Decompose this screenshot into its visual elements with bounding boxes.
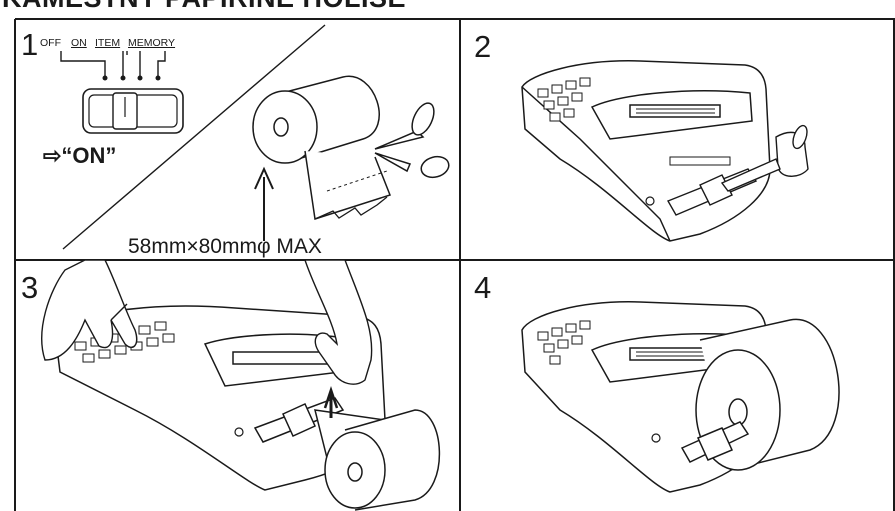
switch-label-on: ON (71, 37, 87, 49)
switch-label-off: OFF (40, 37, 61, 49)
switch-instruction: ⇨“ON” (43, 143, 117, 168)
panel-step-1: 1 OFF ON ITEM MEMORY (15, 19, 460, 260)
step-number: 4 (474, 270, 492, 305)
calculator-illustration (41, 260, 441, 511)
panel-step-3: 3 (15, 260, 460, 511)
page-title: KAMESTNY PAPIRINE HOLISE (2, 0, 406, 13)
switch-label-item: ITEM (95, 37, 121, 49)
calculator-illustration (521, 301, 840, 493)
calculator-illustration (521, 60, 809, 242)
panel-step-4: 4 (460, 260, 895, 511)
panel-step-2: 2 (460, 19, 895, 260)
step-number: 3 (21, 270, 39, 305)
switch-diagram (60, 24, 450, 250)
step-number: 1 (21, 27, 39, 62)
switch-label-memory: MEMORY (128, 37, 176, 49)
step-number: 2 (474, 29, 492, 64)
paper-roll-size: 58mm×80mmφ MAX (128, 235, 322, 258)
